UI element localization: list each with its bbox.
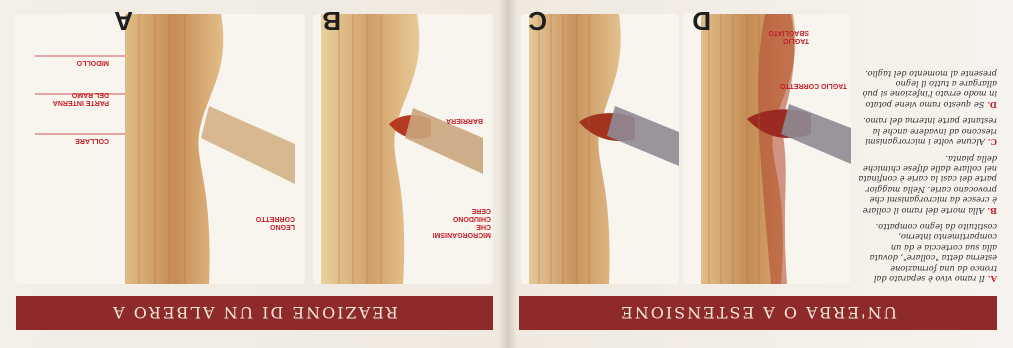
illustration-d: TAGLIO CORRETTO TAGLIO SBAGLIATO D — [683, 14, 851, 284]
label-taglio-sbagliato: TAGLIO SBAGLIATO — [769, 28, 809, 44]
wood-illustration-d — [683, 14, 851, 284]
caption-a: A.Il ramo vivo è separato dal tronco da … — [857, 222, 997, 284]
wood-illustration-b — [313, 14, 493, 284]
header-right-text: REAZIONE DI UN ALBERO A — [111, 304, 398, 323]
panel-letter-b: B — [317, 10, 341, 36]
label-taglio-corretto: TAGLIO CORRETTO — [780, 81, 847, 89]
wood-illustration-c — [521, 14, 679, 284]
caption-c: C.Alcune volte i microrganismi riescono … — [857, 116, 997, 147]
header-banner-left: UN'ERBA O A ESTENSIONE — [519, 296, 997, 330]
caption-b: B.Alla morte del ramo il collare è cresc… — [857, 153, 997, 215]
label-midollo: MIDOLLO — [77, 58, 109, 66]
caption-d: D.Se questo ramo viene potato in modo er… — [857, 68, 997, 110]
page-gutter — [499, 0, 517, 348]
label-legno-corretto: LEGNO CORRETTO — [247, 214, 295, 230]
illustration-c: C — [521, 14, 679, 284]
wood-illustration-a — [15, 14, 305, 284]
caption-column: A.Il ramo vivo è separato dal tronco da … — [857, 14, 997, 284]
panel-letter-c: C — [523, 10, 547, 36]
header-left-text: UN'ERBA O A ESTENSIONE — [619, 304, 897, 323]
label-parte-interna: PARTE INTERNA DEL RAMO — [49, 90, 109, 106]
label-barriera: BARRIERA — [446, 116, 483, 124]
panel-letter-a: A — [109, 10, 133, 36]
label-collare: COLLARE — [75, 136, 109, 144]
panel-letter-d: D — [687, 10, 711, 36]
illustration-a: LEGNO CORRETTO COLLARE PARTE INTERNA DEL… — [15, 14, 305, 284]
header-banner-right: REAZIONE DI UN ALBERO A — [16, 296, 493, 330]
illustration-b: MICRORGANISMI CHE CHIUDONO CERE BARRIERA… — [313, 14, 493, 284]
label-microrganismi: MICRORGANISMI CHE CHIUDONO CERE — [437, 206, 491, 238]
